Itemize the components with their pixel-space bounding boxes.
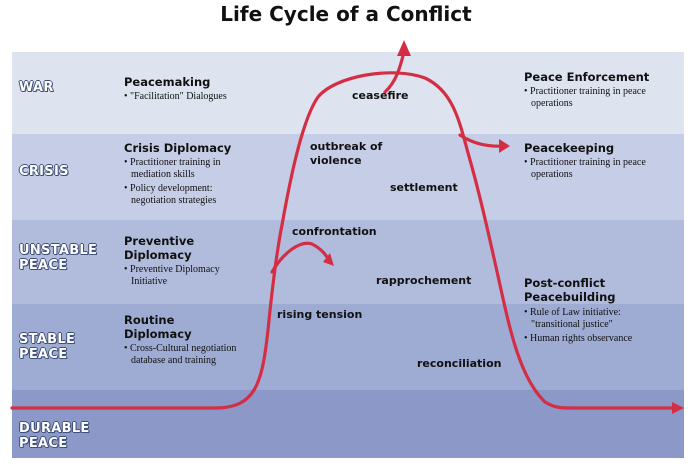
bullet: • Practitioner training in peace operati… — [524, 157, 646, 180]
bullet: • "Facilitation" Dialogues — [124, 91, 227, 102]
band-durable-peace — [12, 390, 684, 458]
band-label-unstable-peace: UNSTABLE PEACE — [19, 243, 98, 273]
activity-peacemaking-bullets: • "Facilitation" Dialogues — [124, 91, 294, 103]
band-unstable-peace — [12, 220, 684, 304]
activity-crisis-diplomacy-title: Crisis Diplomacy — [124, 141, 232, 155]
stage-ceasefire: ceasefire — [352, 89, 409, 102]
bullet: • Policy development: negotiation strate… — [124, 183, 217, 206]
peacekeeping-arrowhead — [499, 139, 510, 153]
stage-rapprochement: rapprochement — [376, 274, 472, 287]
activity-peacebuilding-title: Post-conflict Peacebuilding — [524, 276, 616, 304]
activity-peace-enforcement-bullets: • Practitioner training in peace operati… — [524, 86, 664, 110]
stage-outbreak-of-violence: outbreak of violence — [310, 140, 383, 167]
main-curve-line — [10, 71, 674, 410]
band-label-stable-peace: STABLE PEACE — [19, 332, 76, 362]
band-stable-peace — [12, 304, 684, 390]
ceasefire-arrowhead — [397, 40, 411, 56]
bullet: • Practitioner training in mediation ski… — [124, 157, 221, 180]
band-war — [12, 52, 684, 134]
bullet: • Practitioner training in peace operati… — [524, 86, 646, 109]
band-label-war: WAR — [19, 80, 54, 95]
bullet: • Cross-Cultural negotiation database an… — [124, 343, 237, 366]
stage-reconciliation: reconciliation — [417, 357, 502, 370]
bullet: • Rule of Law initiative: "transitional … — [524, 307, 621, 330]
activity-crisis-diplomacy-bullets: • Practitioner training in mediation ski… — [124, 157, 249, 207]
activity-peacekeeping-title: Peacekeeping — [524, 141, 615, 155]
activity-routine-title: Routine Diplomacy — [124, 313, 192, 341]
activity-peace-enforcement-title: Peace Enforcement — [524, 70, 650, 84]
activity-preventive-title: Preventive Diplomacy — [124, 234, 195, 262]
activity-peacemaking-title: Peacemaking — [124, 75, 211, 89]
diagram-title: Life Cycle of a Conflict — [220, 2, 472, 26]
confrontation-arrowhead — [323, 253, 334, 266]
activity-routine-bullets: • Cross-Cultural negotiation database an… — [124, 343, 244, 367]
branch-confrontation-arrow — [270, 241, 332, 274]
activity-peacebuilding-bullets: • Rule of Law initiative: "transitional … — [524, 307, 659, 345]
band-label-crisis: CRISIS — [19, 164, 69, 179]
bullet: • Human rights observance — [524, 333, 633, 344]
band-label-durable-peace: DURABLE PEACE — [19, 421, 90, 451]
activity-preventive-bullets: • Preventive Diplomacy Initiative — [124, 264, 249, 288]
activity-peacekeeping-bullets: • Practitioner training in peace operati… — [524, 157, 664, 181]
bullet: • Preventive Diplomacy Initiative — [124, 264, 220, 287]
stage-confrontation: confrontation — [292, 225, 377, 238]
band-crisis — [12, 134, 684, 220]
durable-arrowhead — [672, 402, 684, 414]
stage-settlement: settlement — [390, 181, 458, 194]
stage-rising-tension: rising tension — [277, 308, 363, 321]
